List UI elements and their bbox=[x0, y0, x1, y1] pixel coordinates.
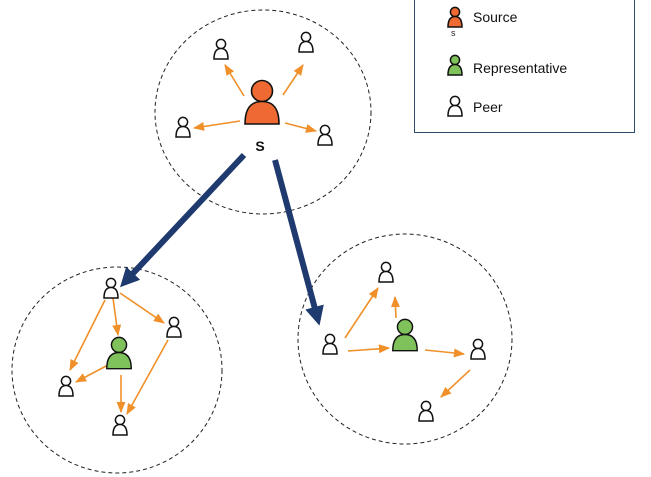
source-cluster-circle bbox=[154, 9, 372, 215]
peer-icon bbox=[322, 333, 338, 355]
peer-icon bbox=[317, 124, 333, 146]
legend-source-label: Source bbox=[473, 9, 518, 25]
source-label: S bbox=[255, 138, 264, 154]
peer-icon bbox=[378, 261, 394, 283]
peer-icon bbox=[470, 338, 486, 360]
peer-icon bbox=[418, 400, 434, 422]
left-cluster-circle bbox=[11, 266, 223, 474]
peer-icon bbox=[166, 316, 182, 338]
right-cluster-circle bbox=[297, 233, 513, 445]
peer-icon bbox=[58, 375, 74, 397]
source-person-icon bbox=[447, 6, 463, 28]
group-arrow-right bbox=[272, 159, 324, 326]
left-cluster-arrows bbox=[69, 292, 169, 415]
source-cluster-arrows bbox=[192, 64, 318, 133]
source-node: S bbox=[244, 79, 280, 154]
right-cluster-arrows bbox=[344, 287, 471, 398]
legend-peer-label: Peer bbox=[473, 99, 503, 115]
peer-icon bbox=[175, 116, 191, 138]
legend: Source s Representative Peer bbox=[414, 0, 635, 133]
peer-icon bbox=[298, 31, 314, 53]
peer-icon bbox=[213, 38, 229, 60]
peer-icon bbox=[112, 414, 128, 436]
legend-representative-label: Representative bbox=[473, 60, 568, 76]
left-representative-node bbox=[106, 336, 132, 370]
peer-person-icon bbox=[447, 95, 463, 117]
legend-source-sublabel: s bbox=[451, 28, 456, 38]
group-arrow-left bbox=[120, 152, 247, 288]
peer-icon bbox=[103, 277, 119, 299]
right-representative-node bbox=[392, 318, 418, 352]
representative-person-icon bbox=[447, 54, 463, 76]
